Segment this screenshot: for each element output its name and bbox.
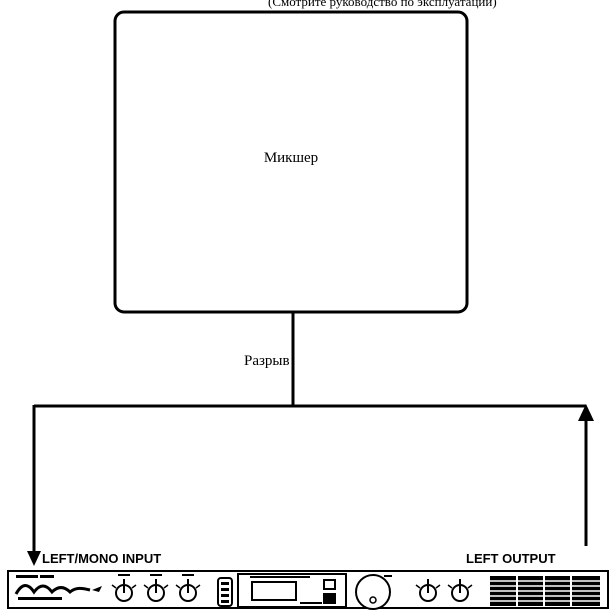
level-meter [217,577,233,607]
break-label: Разрыв [244,353,290,369]
program-chart [490,576,600,606]
input-knob[interactable] [111,574,137,602]
lcd-display [251,581,297,601]
effects-processor-panel [7,570,609,610]
right-knob-1[interactable] [415,579,441,602]
input-arrow-icon [27,551,41,566]
left-mono-input-label: LEFT/MONO INPUT [42,551,161,566]
output-arrow-icon [578,404,594,421]
select-button[interactable] [323,579,336,590]
mixer-label: Микшер [264,150,318,166]
program-dial[interactable] [355,574,392,610]
bypass-button[interactable] [323,593,336,604]
left-output-label: LEFT OUTPUT [466,551,556,566]
right-knob-2[interactable] [447,579,473,602]
mixer-box [113,10,469,314]
brand-logo [14,575,102,600]
mix-knob[interactable] [143,574,169,602]
top-caption: (Смотрите руководство по эксплуатации) [268,0,497,9]
output-knob[interactable] [175,574,201,602]
